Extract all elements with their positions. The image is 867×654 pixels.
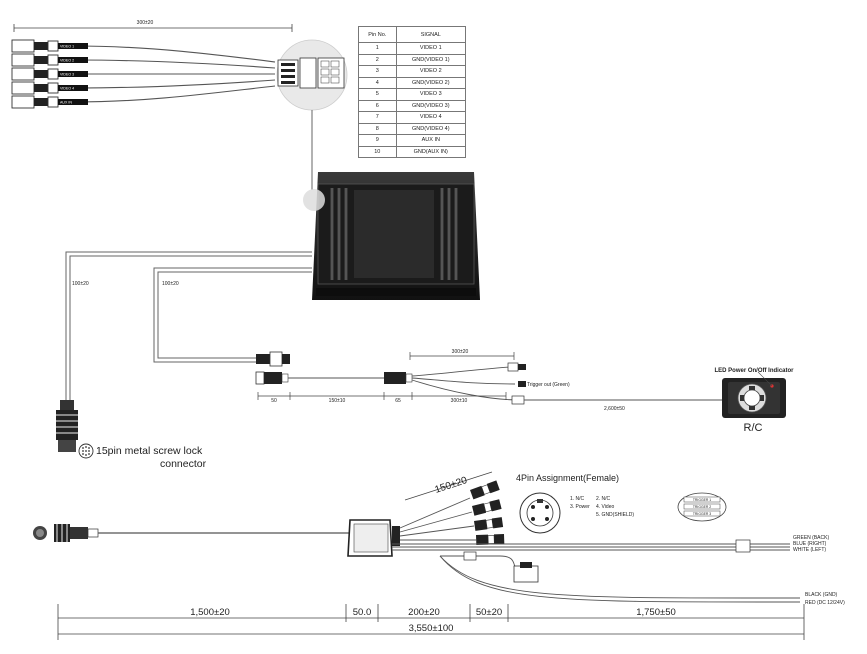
bottom-dim-3: 200±20 bbox=[408, 607, 440, 618]
rca-length: 300±20 bbox=[452, 349, 469, 355]
mid-harness bbox=[255, 351, 730, 405]
pin-assign-title: 4Pin Assignment(Female) bbox=[516, 473, 619, 483]
left-cable bbox=[65, 251, 312, 400]
bottom-dim-2: 50.0 bbox=[353, 607, 372, 618]
pin-cell: 10 bbox=[358, 145, 397, 158]
top-video-harness: 300±20 VIDEO 1 VIDEO 2 VIDEO 3 VIDEO 4 A… bbox=[11, 20, 348, 190]
wire-black: BLACK (GND) bbox=[805, 592, 838, 598]
connector-15pin-label-1: 15pin metal screw lock bbox=[96, 445, 203, 457]
bottom-dim-5: 1,750±50 bbox=[636, 607, 676, 618]
signal-cell: VIDEO 4 bbox=[395, 111, 467, 124]
trigger-out-label: Trigger out (Green) bbox=[527, 382, 570, 388]
tag-video-2: VIDEO 2 bbox=[60, 59, 74, 63]
control-unit-box bbox=[303, 172, 480, 300]
bottom-dimensions bbox=[57, 604, 805, 640]
rc-label: R/C bbox=[744, 422, 763, 434]
wire-blue: BLUE (RIGHT) bbox=[793, 541, 827, 547]
pin-cell: 2 bbox=[358, 53, 397, 66]
bottom-dim-1: 1,500±20 bbox=[190, 607, 230, 618]
signal-cell: GND(VIDEO 2) bbox=[395, 76, 467, 89]
signal-cell: GND(AUX IN) bbox=[395, 145, 467, 158]
middle-cable bbox=[153, 267, 312, 363]
total-length: 3,550±100 bbox=[409, 623, 454, 634]
wire-red: RED (DC 12/24V) bbox=[805, 600, 845, 606]
top-harness-length: 300±20 bbox=[137, 20, 154, 26]
pin-cell: 6 bbox=[358, 99, 397, 112]
pin-assign-2: 2. N/C bbox=[596, 496, 611, 502]
signal-cell: GND(VIDEO 4) bbox=[395, 122, 467, 135]
led-indicator-label: LED Power On/Off Indicator bbox=[714, 368, 794, 374]
pin-assign-4: 4. Video bbox=[596, 504, 614, 510]
pin-cell: 1 bbox=[358, 42, 397, 55]
pin-cell: 9 bbox=[358, 134, 397, 147]
trigger-tag-1: TRIGGER 1 bbox=[693, 498, 711, 502]
mid-dim-4: 300±10 bbox=[451, 398, 468, 404]
middle-cable-length: 100±20 bbox=[162, 281, 179, 287]
pin-header: Pin No. bbox=[358, 26, 397, 43]
signal-cell: VIDEO 1 bbox=[395, 42, 467, 55]
remote-control-unit bbox=[722, 371, 786, 418]
tag-aux-in: AUX IN bbox=[60, 101, 72, 105]
signal-cell: VIDEO 2 bbox=[395, 65, 467, 78]
rc-cable-length: 2,600±50 bbox=[604, 406, 625, 412]
pin-cell: 4 bbox=[358, 76, 397, 89]
trigger-tag-2: TRIGGER 2 bbox=[693, 505, 711, 509]
signal-cell: VIDEO 3 bbox=[395, 88, 467, 101]
bottom-harness bbox=[33, 471, 801, 603]
signal-cell: GND(VIDEO 1) bbox=[395, 53, 467, 66]
tag-video-1: VIDEO 1 bbox=[60, 45, 74, 49]
signal-cell: GND(VIDEO 3) bbox=[395, 99, 467, 112]
signal-cell: AUX IN bbox=[395, 134, 467, 147]
signal-header: SIGNAL bbox=[395, 26, 467, 43]
branch-length: 150±20 bbox=[434, 475, 469, 496]
bottom-dim-4: 50±20 bbox=[476, 607, 502, 618]
connector-15pin-label-2: connector bbox=[160, 458, 207, 470]
tag-video-4: VIDEO 4 bbox=[60, 87, 74, 91]
wire-green: GREEN (BACK) bbox=[793, 535, 829, 541]
pin-assign-3: 3. Power bbox=[570, 504, 590, 510]
pin-cell: 7 bbox=[358, 111, 397, 124]
pin-cell: 8 bbox=[358, 122, 397, 135]
15pin-connector bbox=[56, 400, 94, 459]
left-cable-length: 100±20 bbox=[72, 281, 89, 287]
tag-video-3: VIDEO 3 bbox=[60, 73, 74, 77]
camera-connector-group bbox=[470, 480, 505, 545]
pin-table-header: Pin No. SIGNAL bbox=[358, 26, 467, 43]
pin-assign-5: 5. GND(SHIELD) bbox=[596, 512, 634, 518]
mid-dim-3: 65 bbox=[395, 398, 401, 404]
trigger-tag-3: TRIGGER 3 bbox=[693, 512, 711, 516]
pin-assign-1: 1. N/C bbox=[570, 496, 585, 502]
wire-white: WHITE (LEFT) bbox=[793, 547, 826, 553]
rca-connector-group bbox=[11, 39, 88, 109]
mid-dim-1: 50 bbox=[271, 398, 277, 404]
pin-cell: 3 bbox=[358, 65, 397, 78]
mid-dim-2: 150±10 bbox=[329, 398, 346, 404]
pin-cell: 5 bbox=[358, 88, 397, 101]
